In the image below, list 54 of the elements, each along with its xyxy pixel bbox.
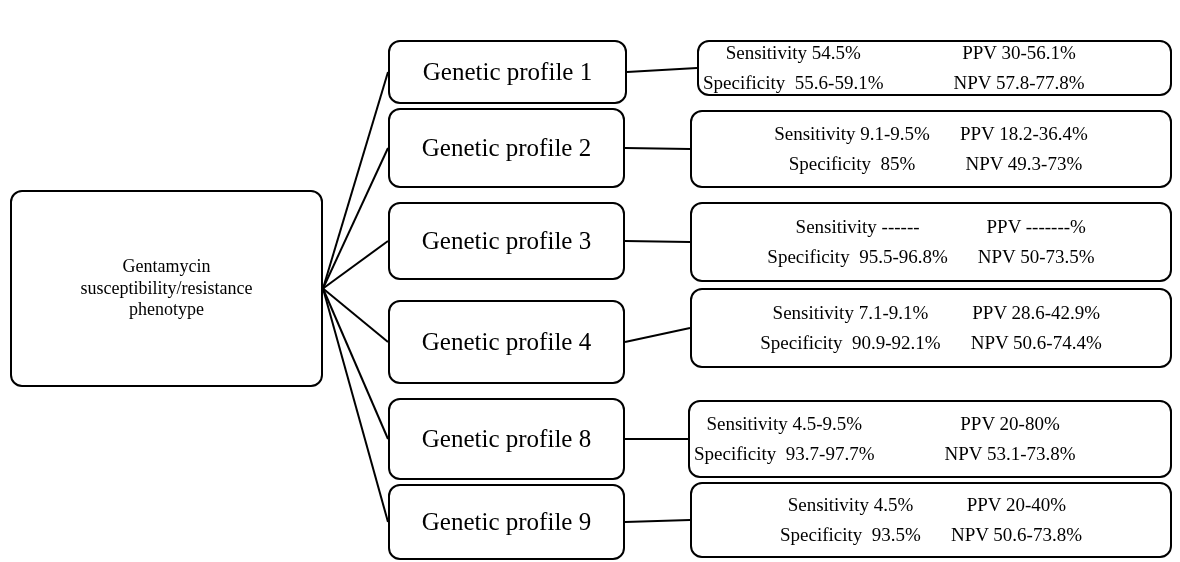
metric-label: NPV 53.1-73.8% [944,443,1076,465]
connector-line [624,438,689,440]
connector-line [322,287,389,440]
profile-box [388,40,627,104]
metric-label: Specificity 93.7-97.7% [694,443,875,465]
connector-line [322,240,389,290]
statistics-box [690,482,1172,558]
profile-label: Genetic profile 3 [421,227,592,255]
metric-label: NPV 50-73.5% [977,246,1095,268]
metric-label: Specificity 93.5% [780,524,921,546]
statistics-box [690,110,1172,188]
metric-label: NPV 57.8-77.8% [953,72,1085,94]
statistics-box [690,288,1172,368]
statistics-box [688,400,1172,478]
metric-label: Specificity 90.9-92.1% [760,332,941,354]
profile-label: Genetic profile 9 [421,508,592,536]
metric-label: PPV 18.2-36.4% [959,123,1088,145]
profile-box [388,484,625,560]
phenotype-box [10,190,323,387]
metric-label: Sensitivity ------ [794,216,921,238]
connector-line [322,287,389,343]
connector-line [624,327,691,343]
metric-label: NPV 50.6-73.8% [950,524,1082,546]
profile-box [388,398,625,480]
profile-label: Genetic profile 2 [421,134,592,162]
metric-label: Sensitivity 54.5% [724,42,862,64]
metric-label: Specificity 85% [787,153,917,175]
connector-line [624,519,691,523]
profile-label: Genetic profile 4 [421,328,592,356]
metric-label: PPV 20-80% [959,413,1061,435]
metric-label: PPV 30-56.1% [961,42,1077,64]
connector-line [626,67,698,73]
profile-box [388,202,625,280]
profile-box [388,108,625,188]
phenotype-label: Gentamycin susceptibility/resistance phenotype [79,256,254,321]
metric-label: PPV -------% [985,216,1087,238]
metric-label: Sensitivity 4.5% [786,494,915,516]
connector-line [624,147,691,150]
metric-label: PPV 28.6-42.9% [971,302,1102,324]
metric-label: Sensitivity 9.1-9.5% [774,123,930,145]
metric-label: NPV 49.3-73% [964,153,1084,175]
statistics-box [690,202,1172,282]
profile-box [388,300,625,384]
metric-label: Sensitivity 4.5-9.5% [705,413,864,435]
metric-label: NPV 50.6-74.4% [970,332,1102,354]
metric-label: Specificity 55.6-59.1% [703,72,884,94]
metric-label: PPV 20-40% [965,494,1068,516]
connector-line [624,240,691,243]
profile-label: Genetic profile 1 [422,58,593,86]
statistics-box [697,40,1172,96]
metric-label: Specificity 95.5-96.8% [767,246,948,268]
metric-label: Sensitivity 7.1-9.1% [771,302,930,324]
connector-line [322,147,389,290]
profile-label: Genetic profile 8 [421,425,592,453]
